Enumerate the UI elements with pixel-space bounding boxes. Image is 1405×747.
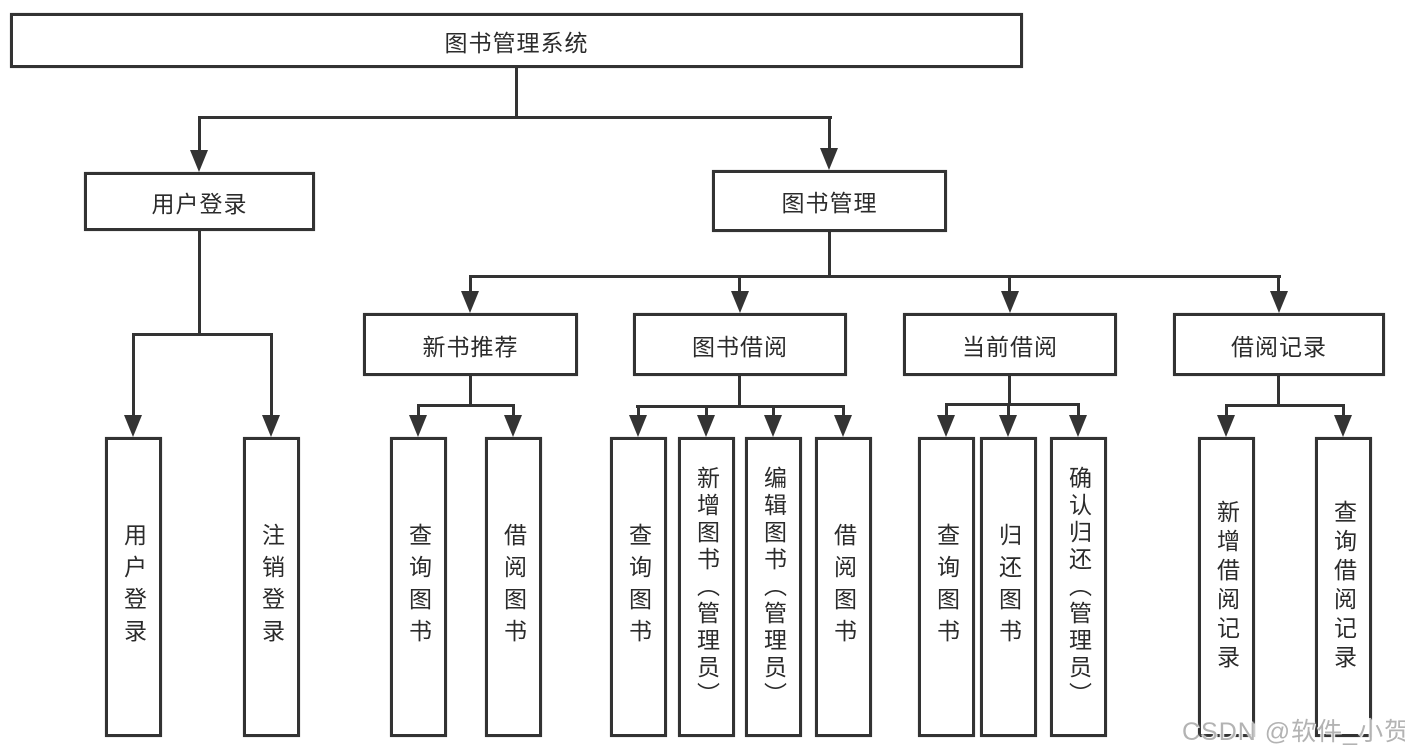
- connector-line: [1077, 403, 1080, 417]
- connector-line: [198, 229, 201, 336]
- node-label: 查询借阅记录: [1330, 500, 1357, 674]
- connector-line: [1007, 403, 1010, 417]
- arrowhead-down-icon: [629, 415, 647, 437]
- connector-line: [1008, 275, 1011, 295]
- leaf-logout: 注销登录: [243, 437, 300, 737]
- connector-line: [198, 116, 832, 119]
- connector-line: [842, 405, 845, 417]
- connector-line: [772, 405, 775, 417]
- node-label: 查询图书: [625, 523, 652, 651]
- node-label: 新增借阅记录: [1213, 500, 1240, 674]
- connector-line: [1277, 374, 1280, 407]
- leaf-borrow-books-borrow: 借阅图书: [815, 437, 872, 737]
- arrowhead-down-icon: [409, 415, 427, 437]
- arrowhead-down-icon: [731, 291, 749, 313]
- connector-line: [828, 116, 831, 150]
- node-label: 新书推荐: [422, 333, 519, 360]
- connector-line: [512, 404, 515, 417]
- connector-line: [945, 403, 1080, 406]
- node-label: 当前借阅: [962, 333, 1058, 360]
- connector-line: [1008, 374, 1011, 406]
- node-label: 用户登录: [120, 523, 147, 651]
- connector-line: [469, 374, 472, 407]
- leaf-query-books-current: 查询图书: [918, 437, 975, 737]
- connector-line: [828, 230, 831, 278]
- leaf-query-borrow-record: 查询借阅记录: [1315, 437, 1372, 737]
- connector-line: [705, 405, 708, 417]
- node-label: 确认归还（管理员）: [1065, 465, 1092, 709]
- arrowhead-down-icon: [764, 415, 782, 437]
- node-label: 查询图书: [405, 523, 432, 651]
- node-label: 借阅图书: [500, 523, 527, 651]
- node-label: 归还图书: [995, 523, 1022, 651]
- node-label: 图书管理系统: [444, 29, 589, 56]
- leaf-add-borrow-record: 新增借阅记录: [1198, 437, 1255, 737]
- connector-line: [1277, 275, 1280, 295]
- node-label: 借阅记录: [1231, 333, 1327, 360]
- node-label: 查询图书: [933, 523, 960, 651]
- connector-line: [515, 66, 518, 118]
- node-book-management: 图书管理: [712, 170, 947, 232]
- connector-line: [198, 116, 201, 152]
- arrowhead-down-icon: [1001, 291, 1019, 313]
- arrowhead-down-icon: [1217, 415, 1235, 437]
- connector-line: [270, 333, 273, 417]
- node-current-borrow: 当前借阅: [903, 313, 1117, 376]
- connector-line: [1225, 404, 1228, 417]
- arrowhead-down-icon: [937, 415, 955, 437]
- node-book-borrow: 图书借阅: [633, 313, 847, 376]
- connector-line: [469, 275, 472, 295]
- arrowhead-down-icon: [697, 415, 715, 437]
- node-label: 编辑图书（管理员）: [760, 465, 787, 709]
- leaf-user-login: 用户登录: [105, 437, 162, 737]
- node-label: 借阅图书: [830, 523, 857, 651]
- arrowhead-down-icon: [1069, 415, 1087, 437]
- connector-line: [636, 405, 845, 408]
- watermark: CSDN @软件_小贺同学: [1182, 718, 1405, 746]
- node-label: 图书借阅: [692, 333, 788, 360]
- connector-line: [945, 403, 948, 417]
- node-label: 用户登录: [151, 190, 248, 217]
- node-new-book-recommend: 新书推荐: [363, 313, 578, 376]
- node-user-login: 用户登录: [84, 172, 315, 231]
- node-label: 图书管理: [781, 190, 878, 216]
- node-label: 注销登录: [258, 523, 285, 651]
- connector-line: [469, 275, 1281, 278]
- connector-line: [637, 405, 640, 417]
- connector-line: [132, 333, 135, 417]
- arrowhead-down-icon: [999, 415, 1017, 437]
- arrowhead-down-icon: [834, 415, 852, 437]
- connector-line: [1225, 404, 1345, 407]
- arrowhead-down-icon: [190, 150, 208, 172]
- leaf-query-books-recommend: 查询图书: [390, 437, 447, 737]
- leaf-query-books-borrow: 查询图书: [610, 437, 667, 737]
- arrowhead-down-icon: [504, 415, 522, 437]
- connector-line: [1342, 404, 1345, 417]
- node-root: 图书管理系统: [10, 13, 1023, 68]
- arrowhead-down-icon: [820, 148, 838, 170]
- connector-line: [738, 275, 741, 295]
- leaf-borrow-books-recommend: 借阅图书: [485, 437, 542, 737]
- arrowhead-down-icon: [1334, 415, 1352, 437]
- leaf-add-books-admin: 新增图书（管理员）: [678, 437, 735, 737]
- connector-line: [738, 374, 741, 408]
- connector-line: [417, 404, 420, 417]
- leaf-confirm-return-admin: 确认归还（管理员）: [1050, 437, 1107, 737]
- arrowhead-down-icon: [461, 291, 479, 313]
- arrowhead-down-icon: [1270, 291, 1288, 313]
- leaf-edit-books-admin: 编辑图书（管理员）: [745, 437, 802, 737]
- connector-line: [417, 404, 515, 407]
- leaf-return-books: 归还图书: [980, 437, 1037, 737]
- arrowhead-down-icon: [124, 415, 142, 437]
- node-label: 新增图书（管理员）: [693, 465, 720, 709]
- arrowhead-down-icon: [262, 415, 280, 437]
- connector-line: [132, 333, 273, 336]
- node-borrow-record: 借阅记录: [1173, 313, 1385, 376]
